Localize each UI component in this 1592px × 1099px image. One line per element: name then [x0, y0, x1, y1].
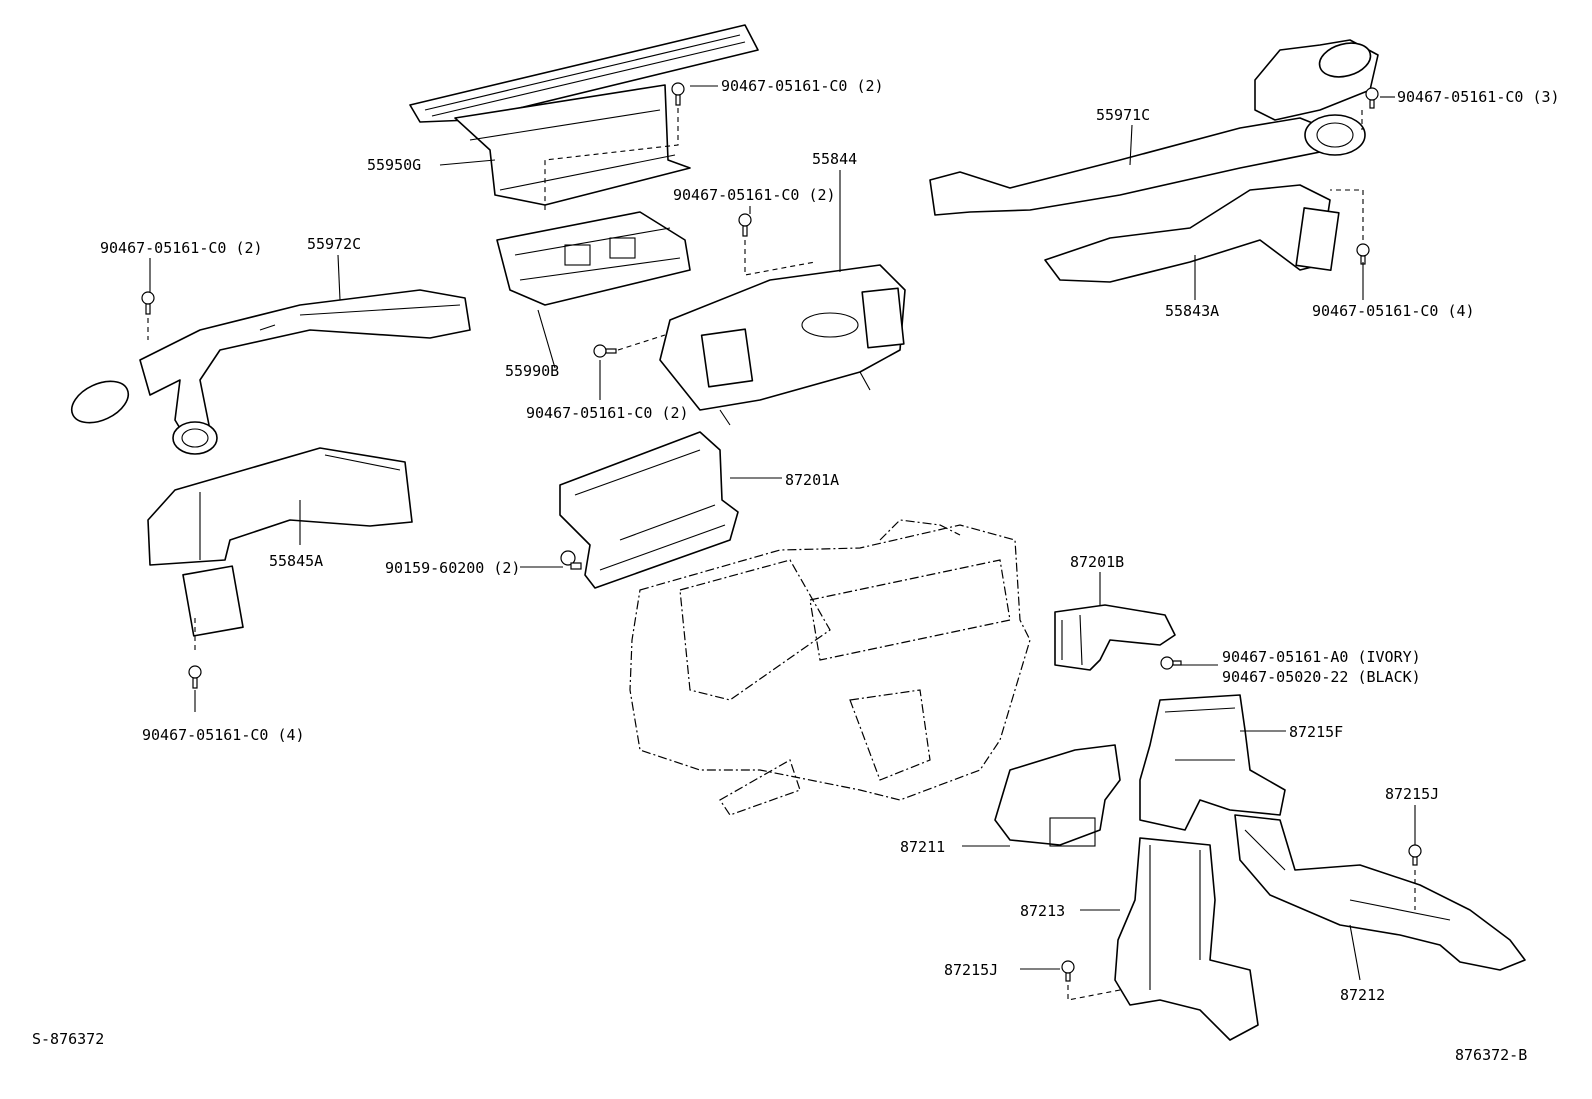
label-screw-left-top: 90467-05161-C0 (2): [100, 239, 263, 257]
label-55843a: 55843A: [1165, 302, 1219, 320]
label-screw-mid-center: 90467-05161-C0 (2): [673, 186, 836, 204]
screw-icon: [141, 291, 155, 315]
screw-icon: [1356, 243, 1370, 265]
part-55971c-drawing: [929, 39, 1379, 216]
screw-icon: [188, 665, 202, 689]
screw-icon: [593, 344, 617, 358]
alignment-lines: [147, 108, 1416, 1001]
screw-icon: [1160, 656, 1182, 670]
label-screw-right-mid: 90467-05161-C0 (4): [1312, 302, 1475, 320]
part-55843a-drawing: [1044, 184, 1340, 283]
screw-icon: [671, 82, 685, 106]
label-87211: 87211: [900, 838, 945, 856]
screw-icons: [141, 82, 1422, 982]
part-87201b-drawing: [1054, 604, 1176, 671]
label-87201a: 87201A: [785, 471, 839, 489]
part-87201a-drawing: [559, 431, 739, 589]
label-87215j-lower: 87215J: [944, 961, 998, 979]
part-87213-drawing: [1114, 837, 1259, 1041]
label-screw-black: 90467-05020-22 (BLACK): [1222, 668, 1421, 686]
label-87212: 87212: [1340, 986, 1385, 1004]
label-55990b: 55990B: [505, 362, 559, 380]
screw-icon: [1408, 844, 1422, 866]
label-bolt: 90159-60200 (2): [385, 559, 520, 577]
label-55972c: 55972C: [307, 235, 361, 253]
part-55990b-drawing: [496, 211, 691, 306]
part-55950g-drawing: [409, 24, 759, 206]
fastener-labels: 90467-05161-C0 (2) 90467-05161-C0 (2) 90…: [100, 77, 1560, 744]
label-87215f: 87215F: [1289, 723, 1343, 741]
label-55844: 55844: [812, 150, 857, 168]
label-87213: 87213: [1020, 902, 1065, 920]
label-55845a: 55845A: [269, 552, 323, 570]
bolt-icon: [560, 550, 582, 570]
part-55845a-drawing: [147, 447, 413, 637]
diagram-code-right: 876372-B: [1455, 1046, 1527, 1064]
screw-icon: [1061, 960, 1075, 982]
label-screw-ivory: 90467-05161-A0 (IVORY): [1222, 648, 1421, 666]
leader-lines: [149, 85, 1416, 981]
label-screw-right-top: 90467-05161-C0 (3): [1397, 88, 1560, 106]
label-55971c: 55971C: [1096, 106, 1150, 124]
label-screw-low-center: 90467-05161-C0 (2): [526, 404, 689, 422]
diagram-code-left: S-876372: [32, 1030, 104, 1048]
part-87212-drawing: [1234, 814, 1526, 971]
label-screw-left-bottom: 90467-05161-C0 (4): [142, 726, 305, 744]
part-87211-drawing: [994, 744, 1121, 847]
heater-unit-phantom: [629, 519, 1031, 816]
part-labels: 55950G 55990B 55844 55972C 55845A 55971C…: [269, 106, 1439, 1004]
label-87201b: 87201B: [1070, 553, 1124, 571]
screw-icon: [738, 213, 752, 237]
label-87215j-upper: 87215J: [1385, 785, 1439, 803]
part-87215f-drawing: [1139, 694, 1286, 831]
part-55844-drawing: [659, 264, 906, 426]
label-55950g: 55950G: [367, 156, 421, 174]
part-55972c-drawing: [70, 289, 471, 455]
label-screw-top-center: 90467-05161-C0 (2): [721, 77, 884, 95]
screw-icon: [1365, 87, 1379, 109]
